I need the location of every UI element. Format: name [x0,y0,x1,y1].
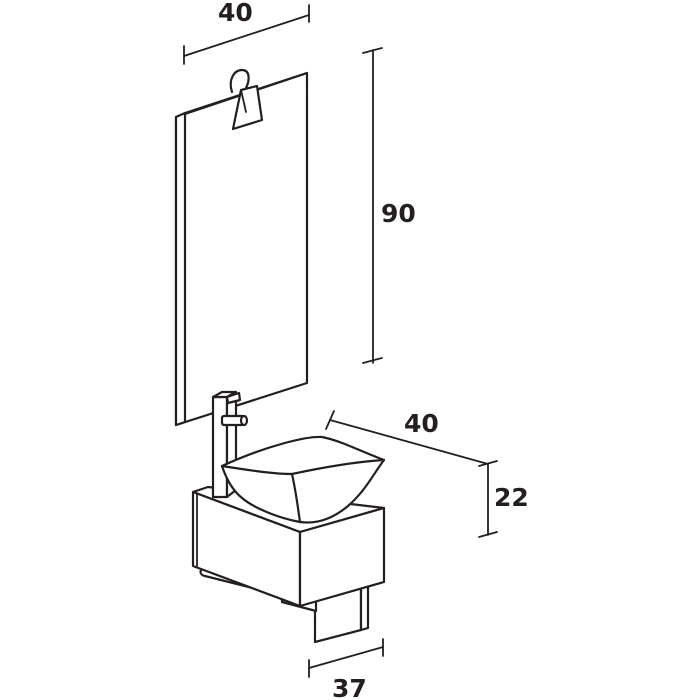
vessel-basin [220,435,386,524]
dim-mirror-width: 40 [183,0,310,65]
mirror-side-face [174,111,187,427]
mirror-lamp-icon [229,68,264,131]
dim-label-cabinet-depth: 37 [332,674,367,700]
lamp-arm [229,68,250,94]
dim-label-mirror-height: 90 [381,199,416,228]
dim-label-basin-width: 40 [404,409,439,438]
dim-cabinet-depth: 37 [308,638,384,700]
basin-body [220,435,386,524]
dim-label-mirror-width: 40 [218,0,253,27]
mirror-panel [174,71,309,427]
cabinet-side-face [298,506,386,608]
faucet-lever [225,391,242,405]
dim-label-basin-height: 22 [494,483,529,512]
basin-corner-edge [290,472,302,524]
faucet-body [211,395,229,499]
dim-basin-width: 40 [325,409,489,465]
faucet-spout-tip [239,414,249,427]
dim-basin-height: 22 [478,460,529,538]
lamp-shade-fold [240,89,247,113]
lamp-shade [231,84,264,131]
dim-mirror-height: 90 [362,47,416,364]
